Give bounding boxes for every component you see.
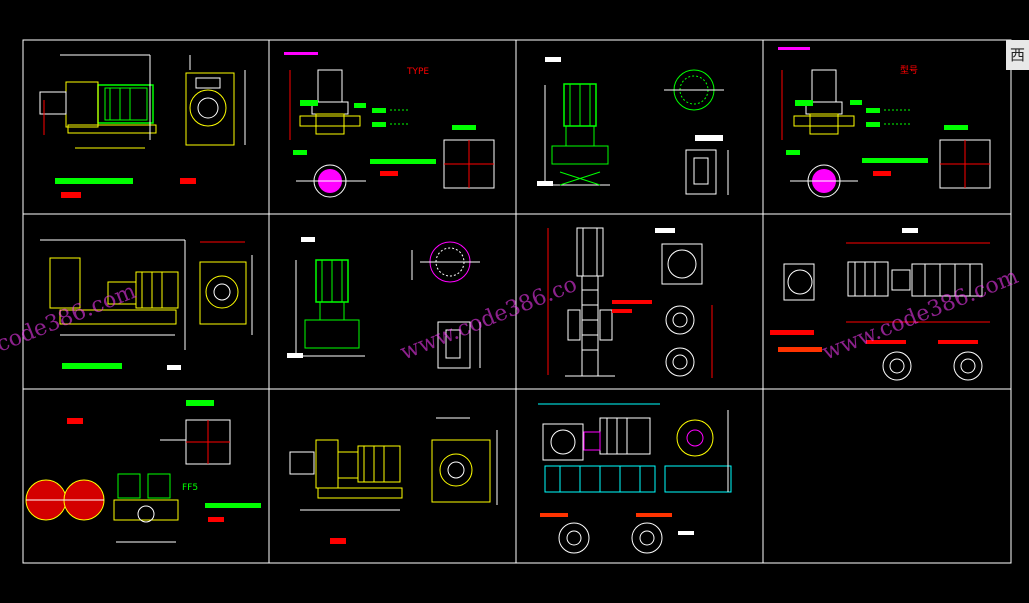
type-label: TYPE bbox=[406, 67, 429, 77]
watermark-text: www.code386.com bbox=[819, 264, 1022, 366]
sheet-frame bbox=[22, 39, 1012, 564]
panel-vertical-pipeline-pump[interactable] bbox=[287, 237, 481, 369]
watermark-text: code386.com bbox=[0, 279, 140, 358]
drawing-label: FF5 bbox=[182, 483, 198, 493]
panel-vertical-pump-stand[interactable] bbox=[537, 57, 729, 195]
model-label: 型号 bbox=[900, 65, 918, 76]
side-tab[interactable]: 西 bbox=[1006, 40, 1029, 70]
panel-multistage-vertical-pump[interactable] bbox=[547, 227, 713, 378]
panel-monoblock-horizontal-pump[interactable] bbox=[289, 417, 498, 544]
panel-multistage-horizontal-pump[interactable] bbox=[770, 228, 990, 381]
panel-split-case-pump[interactable] bbox=[538, 403, 732, 554]
panel-vertical-inline-pump-model[interactable]: 型号 bbox=[778, 47, 991, 198]
watermark-text: www.code386.co bbox=[397, 272, 581, 366]
panel-vertical-inline-pump-type[interactable]: TYPE bbox=[284, 52, 495, 198]
panel-horizontal-pump[interactable] bbox=[39, 54, 246, 198]
panel-end-suction-pump[interactable] bbox=[40, 239, 253, 370]
watermark-layer: code386.com www.code386.co www.code386.c… bbox=[0, 264, 1022, 366]
panel-double-suction-pump[interactable]: FF5 bbox=[25, 400, 261, 543]
